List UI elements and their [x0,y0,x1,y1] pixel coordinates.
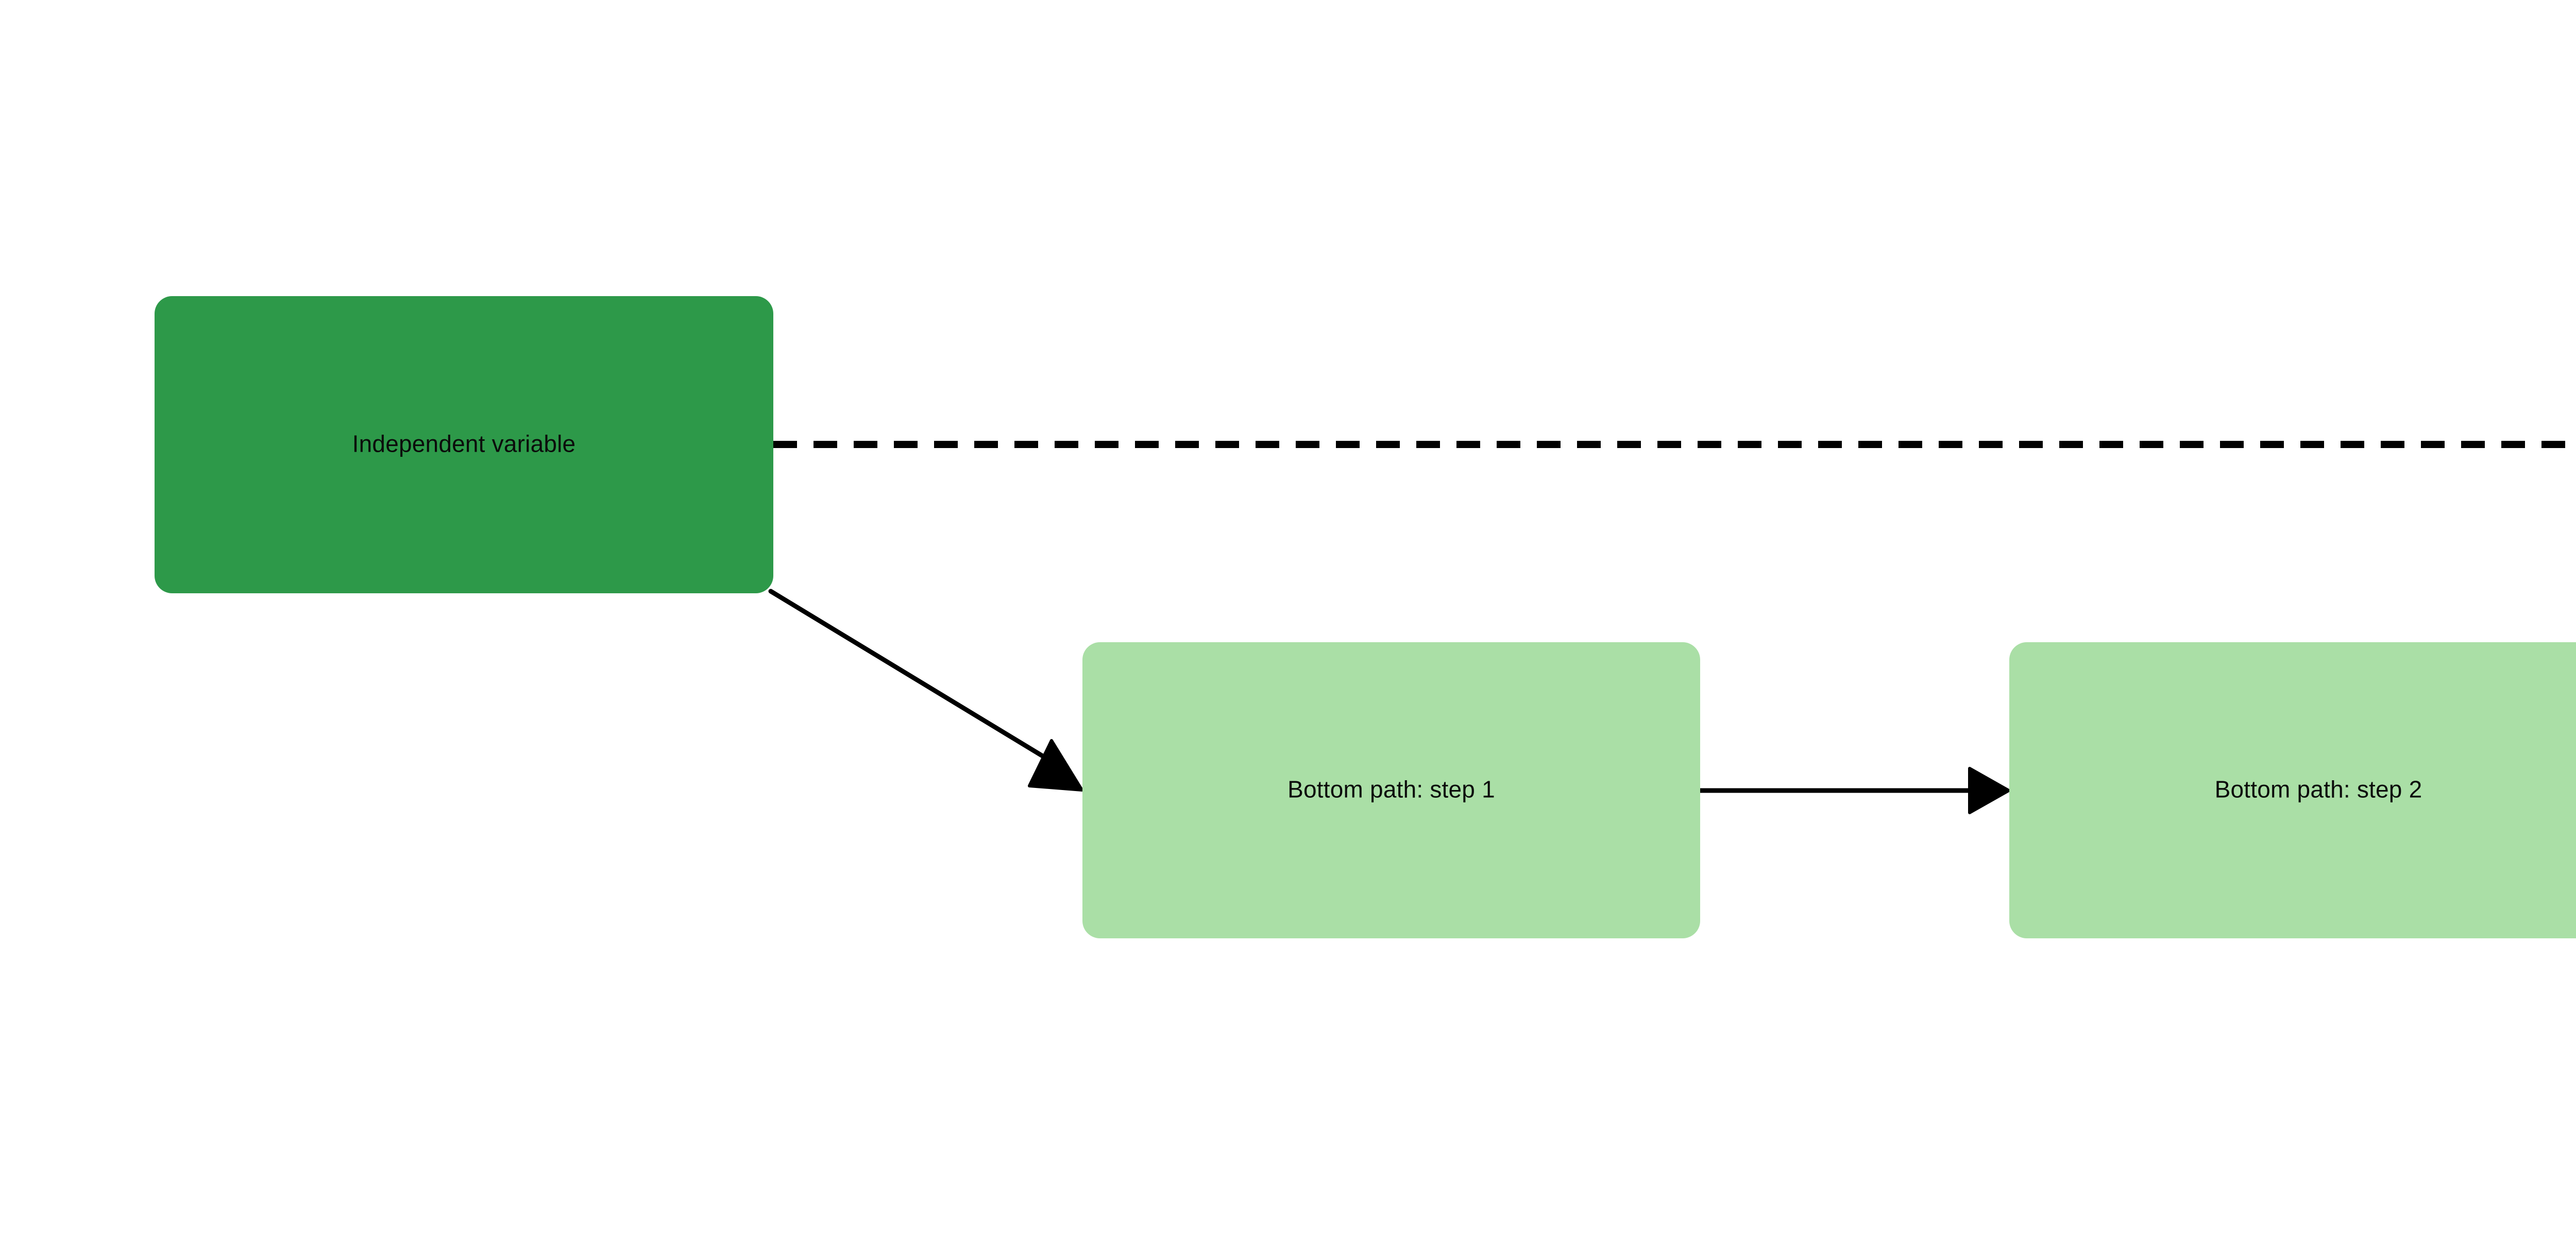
node-shape[interactable] [1082,642,1700,938]
edge-layer [768,422,2576,814]
node-independent-variable[interactable]: Independent variable [155,296,773,593]
node-bottom-path-step-2[interactable]: Bottom path: step 2 [2009,642,2576,938]
node-label: Bottom path: step 2 [2215,776,2422,803]
edge-independent-to-dependent[interactable] [773,422,2576,467]
node-label: Bottom path: step 1 [1287,776,1495,803]
arrowhead-icon [1968,767,2010,814]
node-bottom-path-step-1[interactable]: Bottom path: step 1 [1082,642,1700,938]
edge-path-solid[interactable] [768,589,1047,760]
edge-step-1-to-step-2[interactable] [1698,767,2010,814]
node-layer: Independent variable Bottom path: step 1… [155,296,2576,938]
node-label: Independent variable [352,431,576,457]
node-shape[interactable] [155,296,773,593]
edge-independent-to-step-1[interactable] [768,589,1083,792]
node-shape[interactable] [2009,642,2576,938]
arrowhead-icon [1028,739,1083,792]
